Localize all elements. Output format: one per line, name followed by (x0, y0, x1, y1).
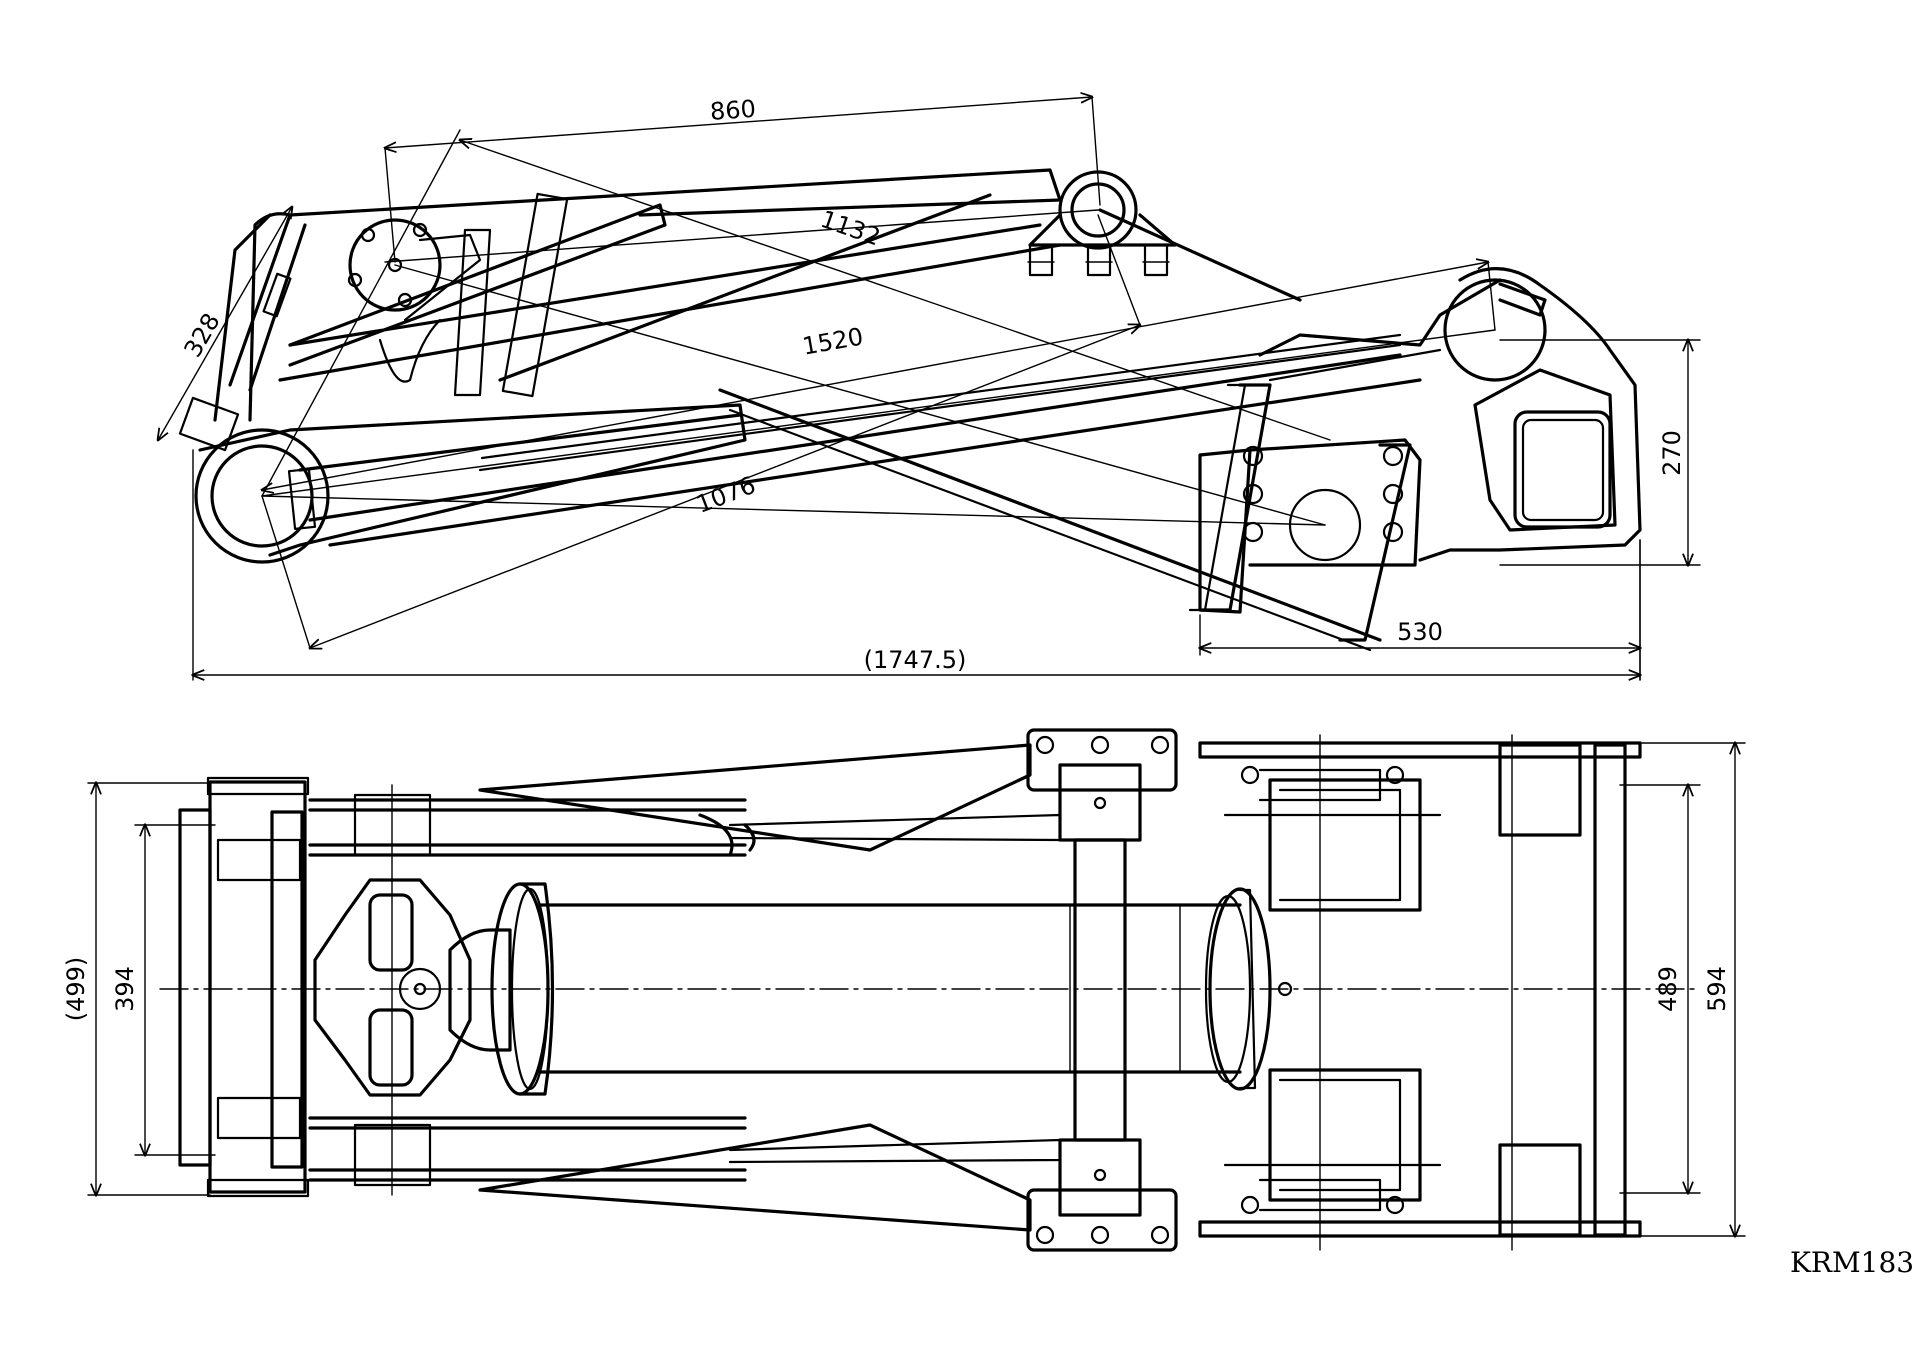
dim-594: 594 (1639, 743, 1746, 1236)
dim-270-label: 270 (1658, 430, 1686, 476)
top-arm-upper (308, 743, 1062, 857)
dim-499: (499) (62, 783, 211, 1195)
dim-1520-label: 1520 (800, 322, 865, 360)
dim-860-label: 860 (709, 95, 757, 126)
right-end-assembly (1198, 734, 1642, 1251)
dim-489: 489 (1619, 785, 1701, 1193)
dim-489-label: 489 (1654, 966, 1682, 1012)
dim-594-label: 594 (1703, 966, 1731, 1012)
top-arm-lower (308, 1116, 1062, 1232)
dim-530-label: 530 (1397, 618, 1443, 646)
dim-1747-label: (1747.5) (864, 646, 967, 674)
dim-499-label: (499) (62, 957, 90, 1022)
dim-1132: 1132 (460, 140, 1331, 441)
upper-arm (213, 168, 1062, 422)
right-pivot-housing (1258, 267, 1642, 562)
dim-1076-label: 1076 (692, 471, 759, 519)
dim-1520: 1520 (262, 262, 1496, 490)
right-block (1188, 383, 1422, 642)
dim-394: 394 (111, 825, 216, 1155)
dim-860: 860 (385, 95, 1101, 263)
side-view: 860 1132 328 1520 1076 270 (158, 95, 1701, 680)
left-end-frame (178, 776, 310, 1198)
top-view: (499) 394 489 594 (62, 728, 1746, 1252)
dim-1747: (1747.5) (193, 449, 1640, 680)
yoke (313, 784, 472, 1196)
hydraulic-cylinder (448, 882, 1272, 1096)
drawing-code: KRM183 (1790, 1246, 1914, 1279)
cross-beam (1026, 728, 1178, 1252)
dim-270: 270 (1499, 340, 1701, 565)
dim-394-label: 394 (111, 966, 139, 1012)
dim-1132-label: 1132 (817, 205, 884, 251)
